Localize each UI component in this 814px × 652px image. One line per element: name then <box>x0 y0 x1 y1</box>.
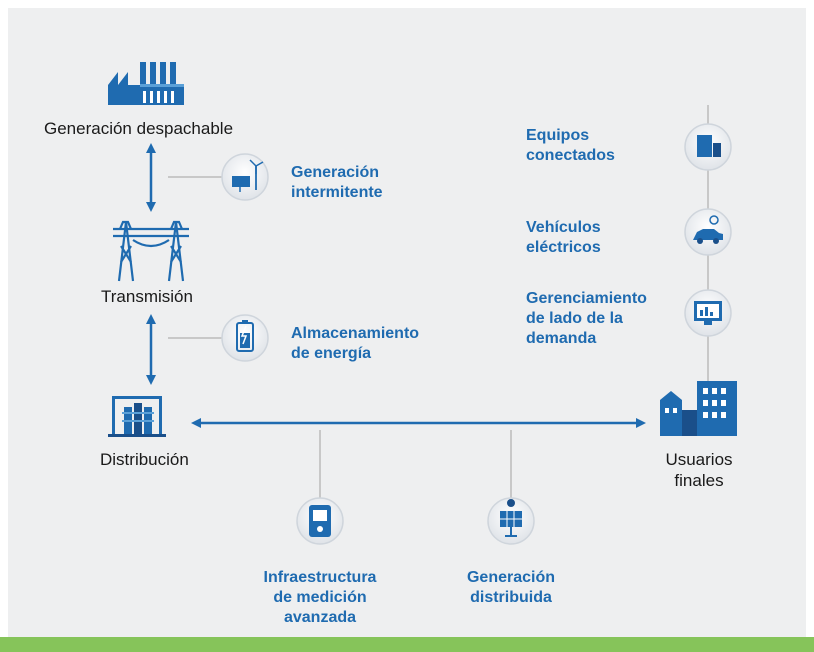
connected-devices-label: Equipos conectados <box>526 126 615 166</box>
end-users-label-line: finales <box>674 471 724 490</box>
devices-icon <box>684 123 732 171</box>
label-line: Generación <box>466 569 556 586</box>
transmission-label: Transmisión <box>101 287 193 306</box>
label-line: de medición <box>273 589 367 606</box>
label-line: Gerenciamiento <box>526 290 647 307</box>
wind-solar-icon <box>221 153 269 201</box>
label-line: Equipos <box>526 127 590 144</box>
intermittent-generation-label: Generación intermitente <box>291 163 383 203</box>
end-users-label: Usuarios finales <box>655 449 743 491</box>
battery-icon <box>221 314 269 362</box>
label-line: Vehículos <box>526 219 601 236</box>
label-line: conectados <box>526 147 615 164</box>
storage-label: Almacenamiento de energía <box>291 324 419 364</box>
label-line: de lado de la <box>526 310 623 327</box>
label-line: avanzada <box>283 609 357 626</box>
label-line: intermitente <box>291 184 383 201</box>
electric-car-icon <box>684 208 732 256</box>
label-line: de energía <box>291 345 372 362</box>
distribution-label: Distribución <box>100 450 189 469</box>
label-line: demanda <box>526 330 597 347</box>
buildings-icon <box>660 381 737 436</box>
electric-vehicles-label: Vehículos eléctricos <box>526 218 601 258</box>
diagram-panel <box>8 8 806 642</box>
label-line: Generación <box>291 164 380 181</box>
label-line: Almacenamiento <box>291 325 420 342</box>
smart-meter-icon <box>296 497 344 545</box>
label-line: eléctricos <box>526 239 601 256</box>
power-plant-icon <box>108 62 184 105</box>
generation-label: Generación despachable <box>44 119 234 138</box>
substation-icon <box>108 396 166 437</box>
metering-label: Infraestructura de medición avanzada <box>240 568 400 628</box>
demand-management-label: Gerenciamiento de lado de la demanda <box>526 289 647 349</box>
label-line: Infraestructura <box>263 569 377 586</box>
label-line: distribuida <box>470 589 552 606</box>
bottom-accent-bar <box>0 637 814 652</box>
solar-panel-icon <box>487 497 535 545</box>
end-users-label-line: Usuarios <box>665 450 733 469</box>
transmission-tower-icon <box>113 220 189 282</box>
distributed-generation-label: Generación distribuida <box>441 568 581 608</box>
monitor-icon <box>684 289 732 337</box>
